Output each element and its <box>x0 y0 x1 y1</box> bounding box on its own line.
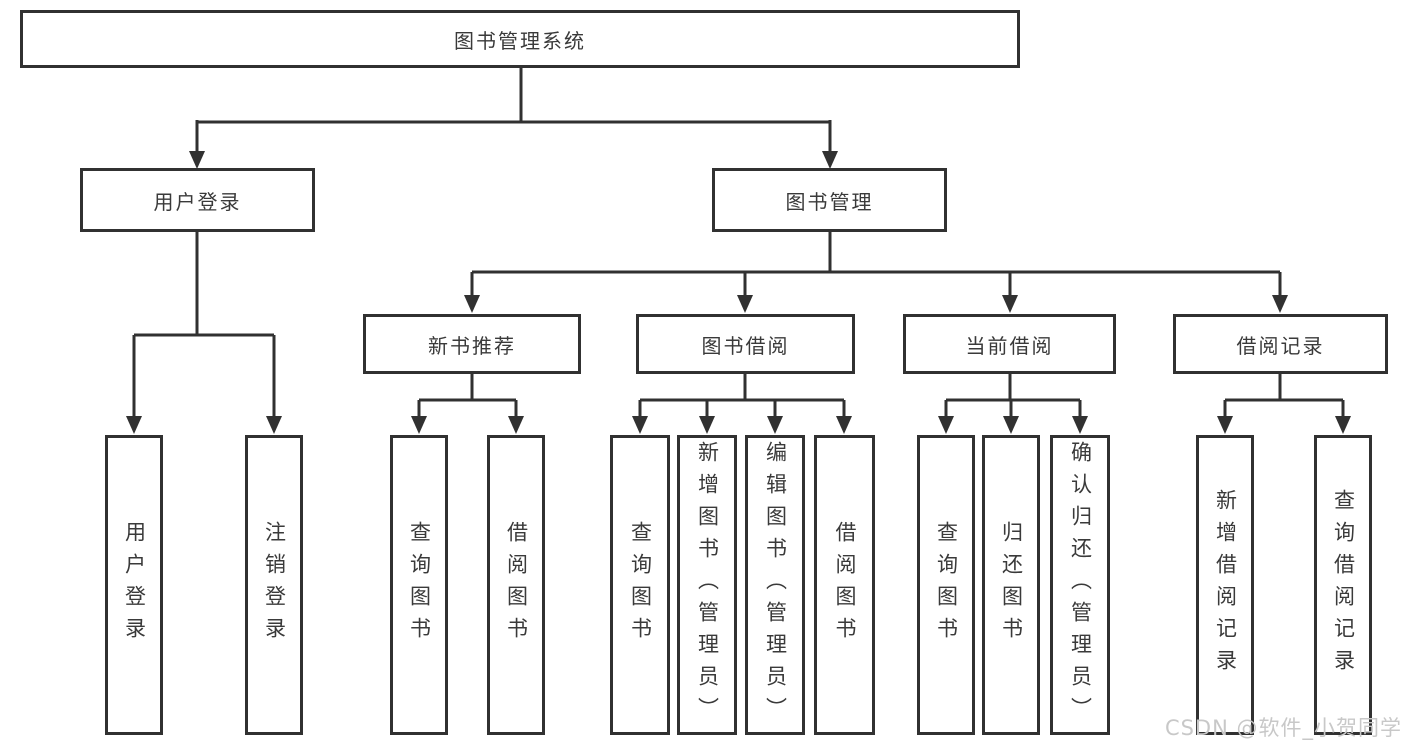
arrow-down-icon <box>938 416 954 434</box>
connector-current-borrow-to-children <box>944 374 1082 418</box>
arrow-down-icon <box>632 416 648 434</box>
connector-root-to-level2 <box>195 68 832 153</box>
node-label: 借阅图书 <box>504 521 529 649</box>
node-user-login: 用户登录 <box>80 168 315 232</box>
arrow-down-icon <box>464 295 480 313</box>
node-label: 查询借阅记录 <box>1331 489 1356 681</box>
node-label: 注销登录 <box>262 521 287 649</box>
node-label: 新增图书（管理员） <box>695 441 720 729</box>
node-query-books-borrowing: 查询图书 <box>610 435 670 735</box>
node-label: 查询图书 <box>934 521 959 649</box>
node-book-borrowing: 图书借阅 <box>636 314 855 374</box>
node-label: 借阅图书 <box>833 521 857 649</box>
node-logout: 注销登录 <box>245 435 303 735</box>
arrow-down-icon <box>767 416 783 434</box>
connector-borrow-records-to-children <box>1223 374 1345 418</box>
arrow-down-icon <box>189 151 205 169</box>
arrow-down-icon <box>126 416 142 434</box>
arrow-down-icon <box>836 416 852 434</box>
node-current-borrowing: 当前借阅 <box>903 314 1116 374</box>
node-label: 查询图书 <box>628 521 653 649</box>
node-query-books-newbooks: 查询图书 <box>390 435 448 735</box>
node-user-login-leaf: 用户登录 <box>105 435 163 735</box>
arrow-down-icon <box>1217 416 1233 434</box>
node-edit-books-admin: 编辑图书（管理员） <box>745 435 805 735</box>
arrow-down-icon <box>1002 295 1018 313</box>
arrow-down-icon <box>737 295 753 313</box>
node-return-books: 归还图书 <box>982 435 1040 735</box>
arrow-down-icon <box>411 416 427 434</box>
node-new-book-recommend: 新书推荐 <box>363 314 581 374</box>
node-label: 归还图书 <box>999 521 1024 649</box>
arrow-down-icon <box>508 416 524 434</box>
arrow-down-icon <box>1272 295 1288 313</box>
arrow-down-icon <box>699 416 715 434</box>
node-query-books-current: 查询图书 <box>917 435 975 735</box>
node-add-borrow-record: 新增借阅记录 <box>1196 435 1254 735</box>
node-label: 新增借阅记录 <box>1213 489 1238 681</box>
csdn-watermark: CSDN @软件_小贺同学 <box>1164 716 1402 740</box>
node-borrowing-records: 借阅记录 <box>1173 314 1388 374</box>
connector-book-borrow-to-children <box>638 374 846 418</box>
arrow-down-icon <box>1072 416 1088 434</box>
node-label: 查询图书 <box>407 521 432 649</box>
arrowheads <box>126 151 1351 434</box>
node-add-books-admin: 新增图书（管理员） <box>677 435 737 735</box>
arrow-down-icon <box>1335 416 1351 434</box>
connector-new-books-to-children <box>417 374 518 418</box>
node-label: 用户登录 <box>122 521 147 649</box>
node-label: 确认归还（管理员） <box>1068 441 1093 729</box>
node-borrow-books-borrowing: 借阅图书 <box>814 435 875 735</box>
connector-user-login-to-children <box>132 232 276 418</box>
arrow-down-icon <box>1003 416 1019 434</box>
node-borrow-books-newbooks: 借阅图书 <box>487 435 545 735</box>
arrow-down-icon <box>266 416 282 434</box>
node-book-management: 图书管理 <box>712 168 947 232</box>
arrow-down-icon <box>822 151 838 169</box>
node-root: 图书管理系统 <box>20 10 1020 68</box>
connector-book-mgmt-to-level3 <box>470 232 1282 297</box>
node-confirm-return-admin: 确认归还（管理员） <box>1050 435 1110 735</box>
node-label: 编辑图书（管理员） <box>763 441 788 729</box>
node-query-borrow-record: 查询借阅记录 <box>1314 435 1372 735</box>
